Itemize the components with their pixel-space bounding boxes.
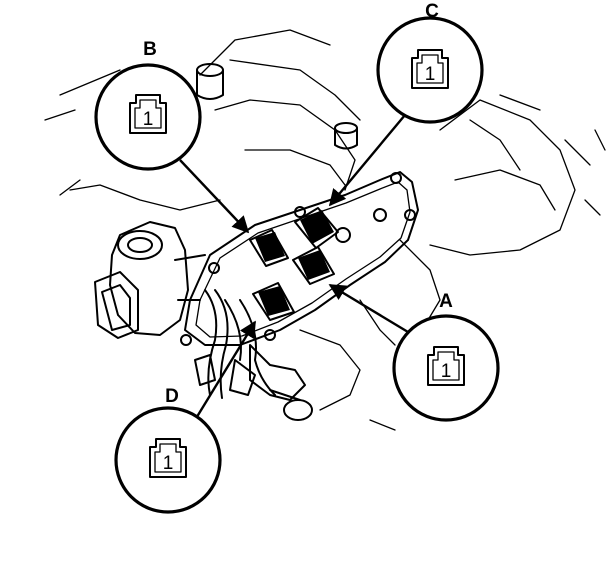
arrow-c	[328, 114, 406, 207]
callout-c: 1 C	[376, 1, 484, 124]
top-bolt	[196, 63, 358, 150]
callout-b-pin: 1	[143, 109, 154, 130]
left-solenoid	[94, 221, 206, 339]
connector-c-body	[294, 207, 339, 249]
connector-b-body	[249, 229, 289, 267]
callout-c-pin: 1	[425, 64, 436, 85]
callout-d-pin: 1	[163, 453, 174, 474]
callout-d-label: D	[165, 386, 179, 407]
connector-a-body	[292, 246, 335, 285]
callout-c-label: C	[425, 1, 439, 22]
arrow-b	[179, 159, 250, 234]
engine-background-outline	[44, 29, 606, 431]
connector-d-body	[252, 282, 295, 321]
callout-d: 1 D	[114, 386, 222, 514]
arrow-a	[328, 283, 409, 334]
callout-b-label: B	[143, 39, 157, 60]
callout-b: 1 B	[94, 39, 202, 171]
arrow-d	[193, 320, 257, 421]
callout-a-label: A	[439, 291, 453, 312]
callout-a-pin: 1	[441, 361, 452, 382]
callout-a: 1 A	[392, 291, 500, 422]
wiring-harness	[194, 289, 313, 421]
